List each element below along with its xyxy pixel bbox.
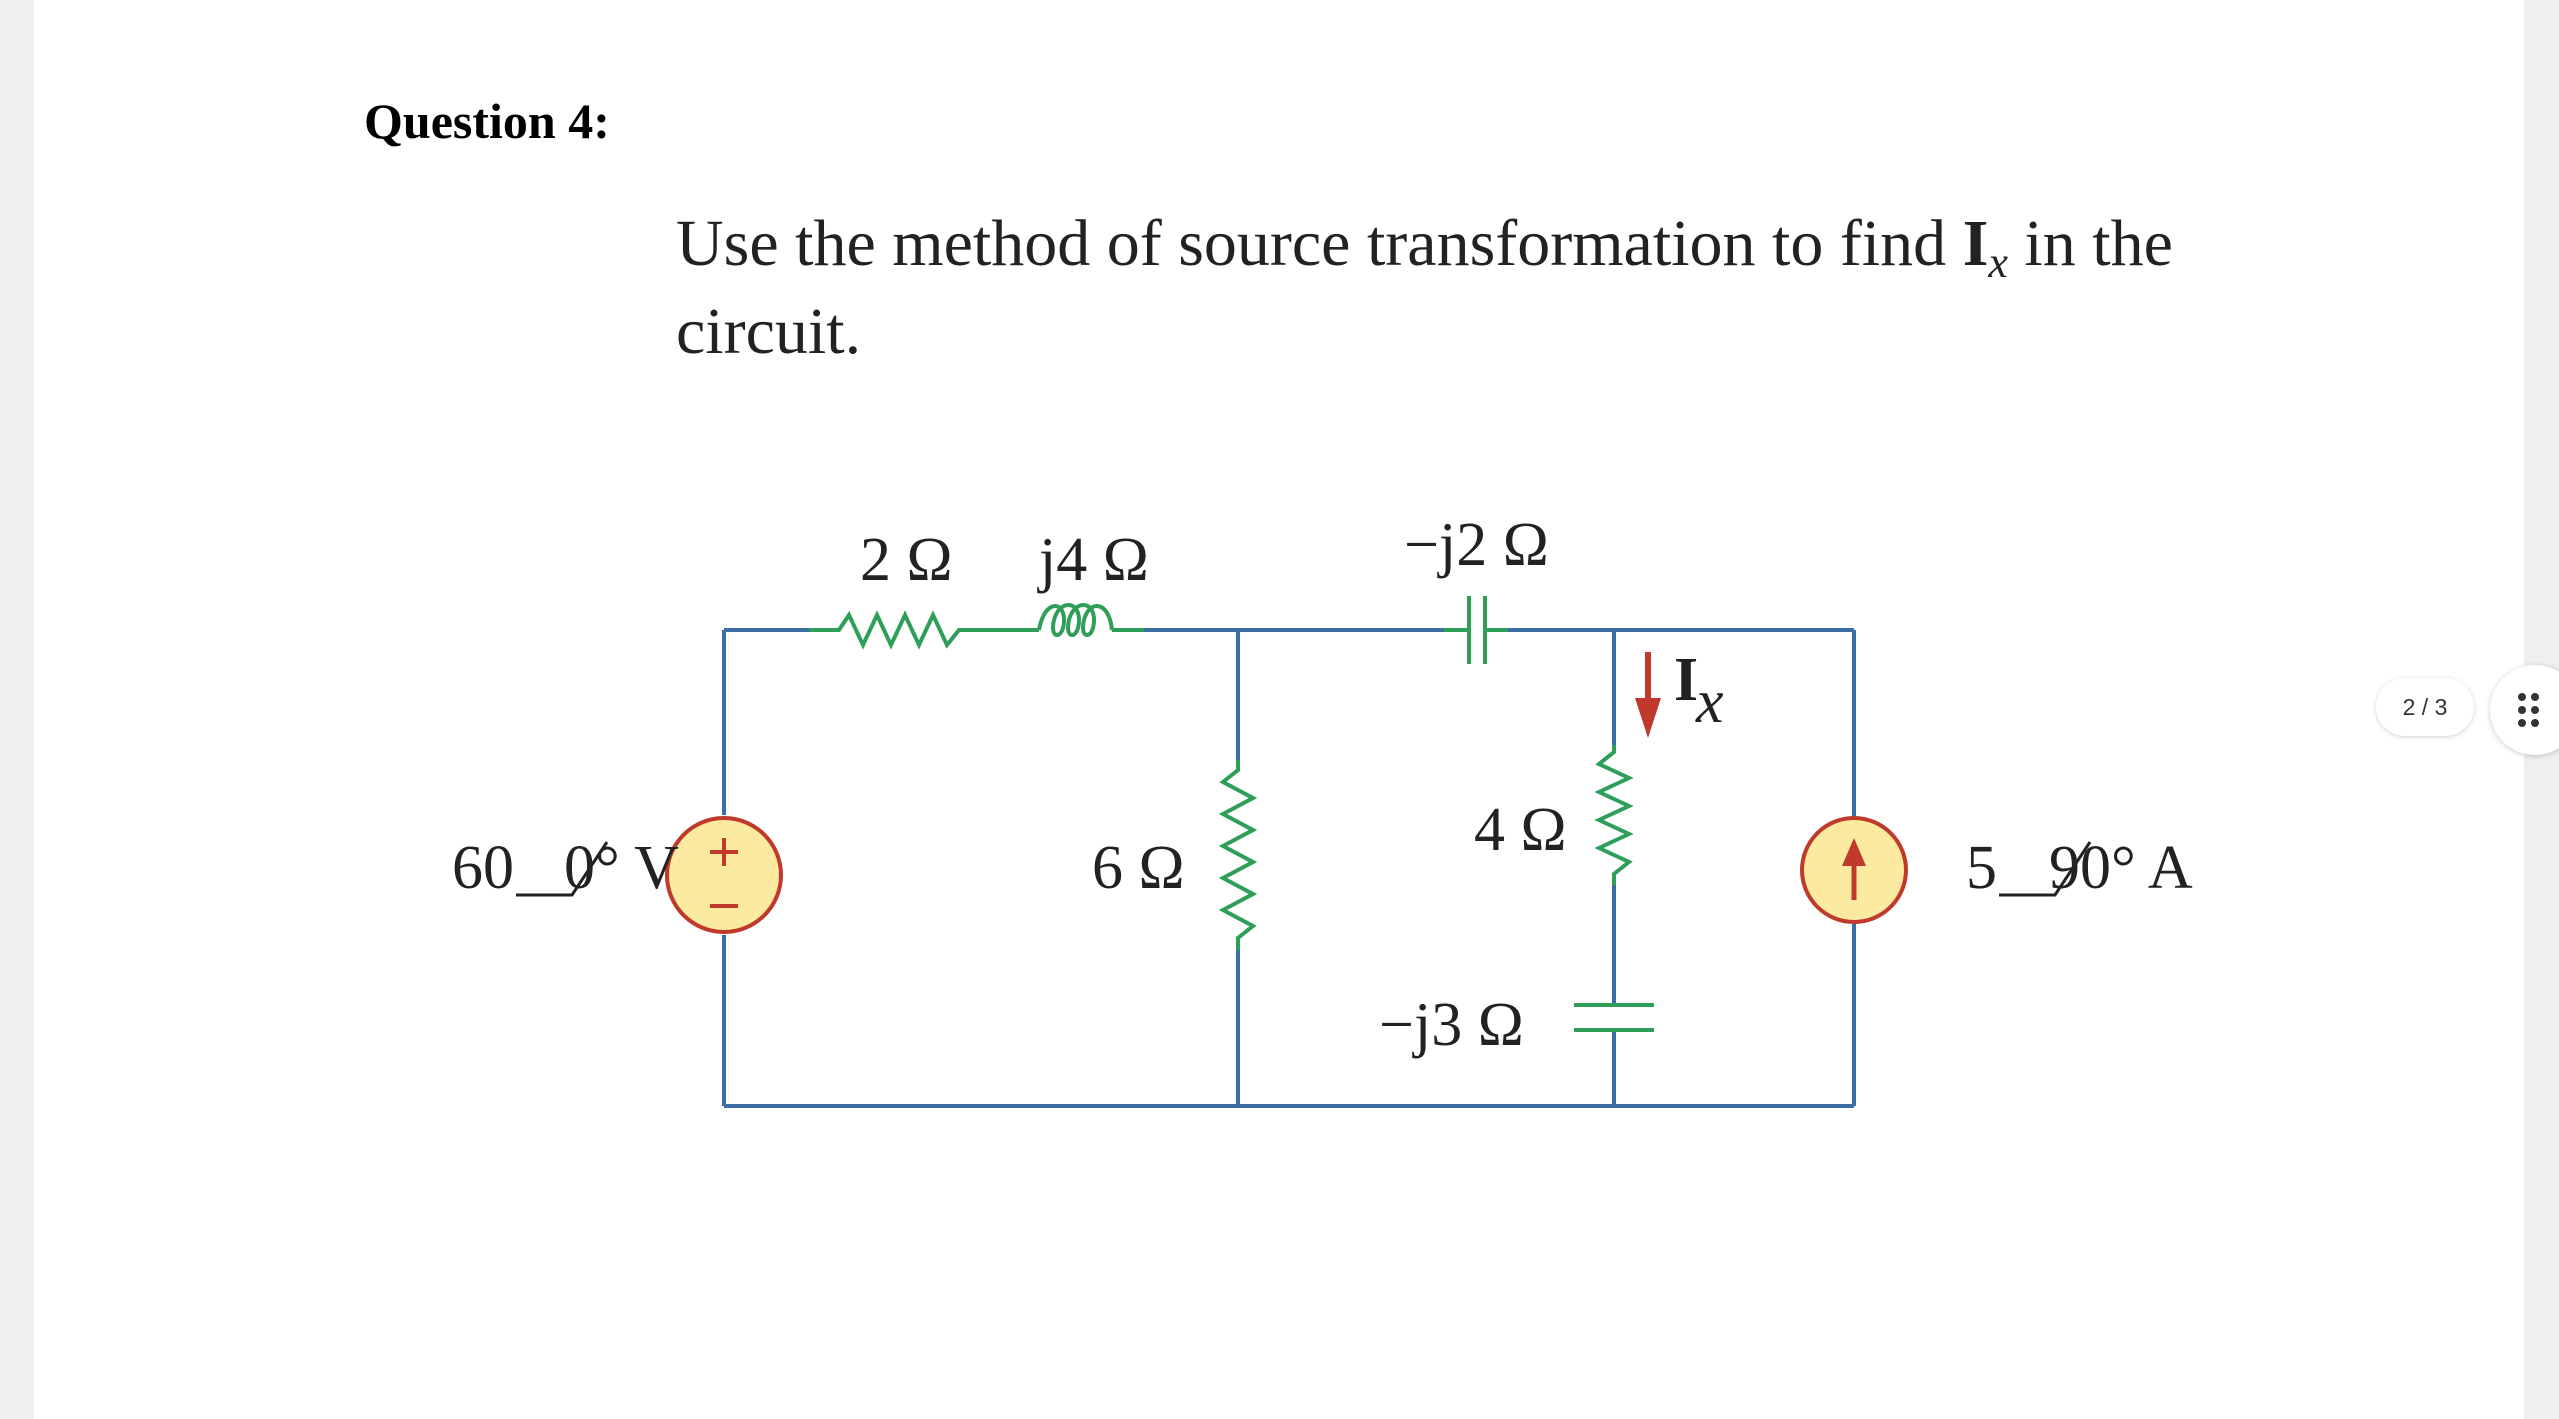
label-resistor-4: 4 Ω (1474, 796, 1567, 864)
problem-text-before: Use the method of source transformation … (676, 207, 1963, 280)
capacitor-neg-j3 (1574, 1003, 1654, 1032)
circuit-diagram: 2 Ω j4 Ω −j2 Ω 6 Ω 4 Ω −j3 Ω 60 0° V 5 9… (452, 511, 2193, 1108)
more-options-button[interactable] (2490, 665, 2559, 755)
question-heading: Question 4: (364, 93, 610, 149)
resistor-2-ohm (809, 610, 994, 650)
document-page: Question 4: Use the method of source tra… (34, 0, 2524, 1419)
label-capacitor-neg-j3: −j3 Ω (1379, 991, 1524, 1059)
current-label-subscript: x (1695, 668, 1724, 736)
current-direction-arrow (1635, 652, 1661, 738)
label-current-ix: I x (1674, 646, 1724, 736)
current-source (1800, 816, 1908, 924)
inductor-j4 (994, 603, 1144, 637)
voltage-source-magnitude: 60 (452, 834, 514, 902)
label-resistor-6: 6 Ω (1092, 834, 1185, 902)
resistor-4-ohm (1594, 745, 1634, 885)
problem-statement: Use the method of source transformation … (676, 200, 2276, 376)
label-inductor-j4: j4 Ω (1037, 526, 1149, 594)
voltage-source-angle: 0° V (564, 834, 679, 902)
angle-symbol (516, 841, 609, 897)
label-voltage-source: 60 0° V (452, 834, 679, 902)
current-label-symbol: I (1674, 646, 1698, 714)
current-source-angle: 90° A (2049, 834, 2193, 902)
current-symbol: I (1962, 207, 1989, 280)
label-resistor-2: 2 Ω (860, 526, 953, 594)
resistor-6-ohm (1218, 760, 1258, 950)
problem-text-after: in the circuit. (676, 207, 2173, 368)
label-capacitor-neg-j2: −j2 Ω (1404, 511, 1549, 579)
grid-dots-icon (2518, 693, 2539, 727)
label-current-source: 5 90° A (1966, 834, 2193, 902)
angle-symbol (1999, 841, 2092, 897)
current-source-magnitude: 5 (1966, 834, 1997, 902)
current-subscript: x (1988, 238, 2008, 287)
capacitor-neg-j2 (1444, 596, 1508, 664)
page-indicator: 2 / 3 (2376, 678, 2474, 736)
voltage-source (665, 816, 783, 934)
